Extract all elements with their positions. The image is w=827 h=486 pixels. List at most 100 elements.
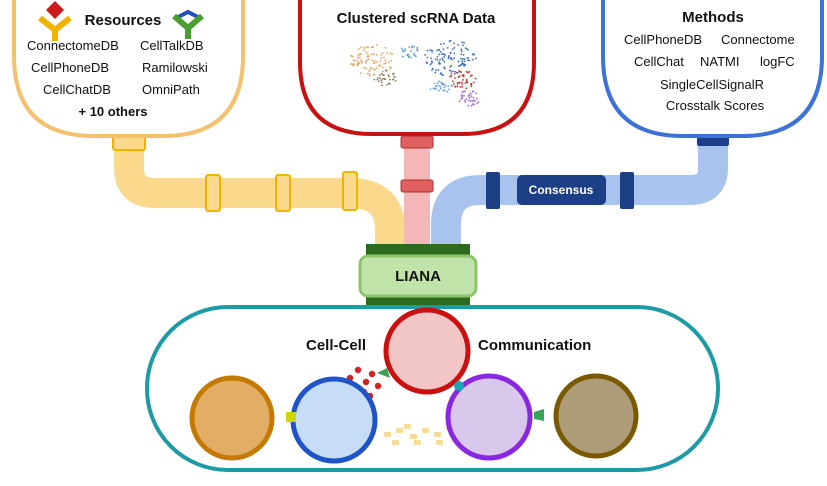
- scatter-point: [462, 44, 464, 47]
- scatter-point: [368, 73, 371, 75]
- orange-cell: [189, 375, 275, 461]
- scatter-point: [444, 54, 446, 56]
- scatter-point: [468, 99, 470, 102]
- scatter-point: [462, 79, 464, 81]
- resource-item: ConnectomeDB: [27, 38, 119, 53]
- scatter-point: [441, 57, 443, 60]
- scatter-point: [416, 49, 419, 52]
- scatter-point: [468, 96, 471, 99]
- scatter-point: [406, 54, 408, 57]
- scatter-point: [452, 80, 454, 83]
- scatter-point: [471, 103, 474, 105]
- scatter-point: [360, 72, 362, 74]
- scatter-point: [461, 60, 464, 63]
- scatter-point: [448, 88, 450, 91]
- scatter-point: [385, 70, 387, 72]
- scatter-point: [383, 62, 385, 65]
- scatter-point: [357, 48, 360, 50]
- scatter-point: [459, 70, 462, 73]
- pipe-connector: [400, 179, 434, 193]
- scatter-point: [411, 46, 413, 49]
- scatter-point: [468, 70, 471, 73]
- scatter-point: [477, 101, 480, 103]
- scatter-point: [393, 75, 396, 78]
- scatter-point: [460, 53, 463, 56]
- liana-box: [358, 254, 478, 298]
- scatter-point: [440, 81, 443, 83]
- ligand-particle: [434, 432, 441, 437]
- scatter-point: [382, 70, 384, 73]
- ligand-particle: [410, 434, 417, 439]
- scatter-point: [464, 47, 467, 49]
- scatter-point: [431, 69, 433, 71]
- resources-title: Resources: [84, 12, 162, 29]
- resource-item: CellPhoneDB: [31, 60, 110, 75]
- scatter-point: [380, 79, 383, 81]
- scatter-point: [374, 68, 376, 71]
- scatter-point: [391, 53, 393, 55]
- scatter-point: [359, 56, 361, 59]
- data-pipe: [400, 134, 434, 248]
- scatter-point: [382, 77, 384, 80]
- scatter-point: [449, 51, 452, 54]
- method-item: Crosstalk Scores: [665, 98, 765, 113]
- scatter-point: [368, 74, 371, 77]
- scatter-point: [431, 51, 433, 53]
- scatter-point: [356, 64, 359, 67]
- scatter-point: [379, 74, 381, 76]
- scatter-point: [439, 86, 442, 88]
- scatter-point: [404, 50, 406, 53]
- pipe-connector: [486, 172, 500, 209]
- scatter-point: [476, 97, 478, 100]
- scatter-point: [371, 59, 374, 62]
- scatter-point: [447, 57, 450, 60]
- scatter-point: [458, 75, 461, 77]
- scatter-point: [451, 48, 454, 50]
- scatter-point: [370, 66, 372, 69]
- communication-label: Communication: [478, 337, 592, 354]
- scatter-point: [471, 53, 474, 56]
- scatter-point: [464, 82, 467, 85]
- scatter-point: [365, 62, 367, 64]
- scatter-point: [453, 52, 456, 55]
- scatter-point: [366, 72, 369, 75]
- scatter-point: [471, 74, 473, 77]
- scatter-point: [442, 83, 444, 85]
- scatter-point: [356, 55, 359, 57]
- scatter-point: [472, 96, 475, 99]
- scatter-point: [464, 101, 467, 103]
- scatter-point: [435, 88, 437, 90]
- scatter-point: [470, 100, 472, 102]
- scatter-point: [377, 77, 379, 79]
- scatter-point: [370, 46, 373, 49]
- brown-cell: [553, 373, 639, 459]
- scatter-point: [466, 57, 469, 59]
- scatter-point: [458, 81, 461, 84]
- scatter-point: [471, 90, 474, 93]
- scatter-point: [380, 57, 383, 59]
- scatter-point: [410, 56, 412, 59]
- scatter-point: [407, 56, 410, 59]
- scatter-point: [424, 54, 426, 56]
- scatter-point: [448, 55, 450, 57]
- scatter-point: [447, 85, 450, 87]
- scatter-point: [443, 86, 446, 89]
- scatter-point: [387, 74, 390, 76]
- ligand-particle: [396, 428, 403, 433]
- scatter-point: [450, 56, 452, 59]
- ligand-particle: [422, 428, 429, 433]
- scatter-point: [456, 72, 459, 74]
- scatter-point: [381, 84, 383, 87]
- scatter-point: [404, 48, 407, 51]
- scatter-point: [425, 61, 428, 63]
- scatter-point: [376, 78, 379, 81]
- scatter-point: [469, 92, 472, 95]
- scatter-point: [357, 60, 359, 63]
- methods-title: Methods: [682, 9, 744, 26]
- scatter-point: [394, 79, 397, 82]
- ligand-particle: [362, 378, 370, 386]
- scatter-point: [411, 45, 413, 48]
- scatter-point: [464, 99, 466, 102]
- scatter-point: [469, 75, 472, 77]
- scatter-point: [426, 56, 429, 59]
